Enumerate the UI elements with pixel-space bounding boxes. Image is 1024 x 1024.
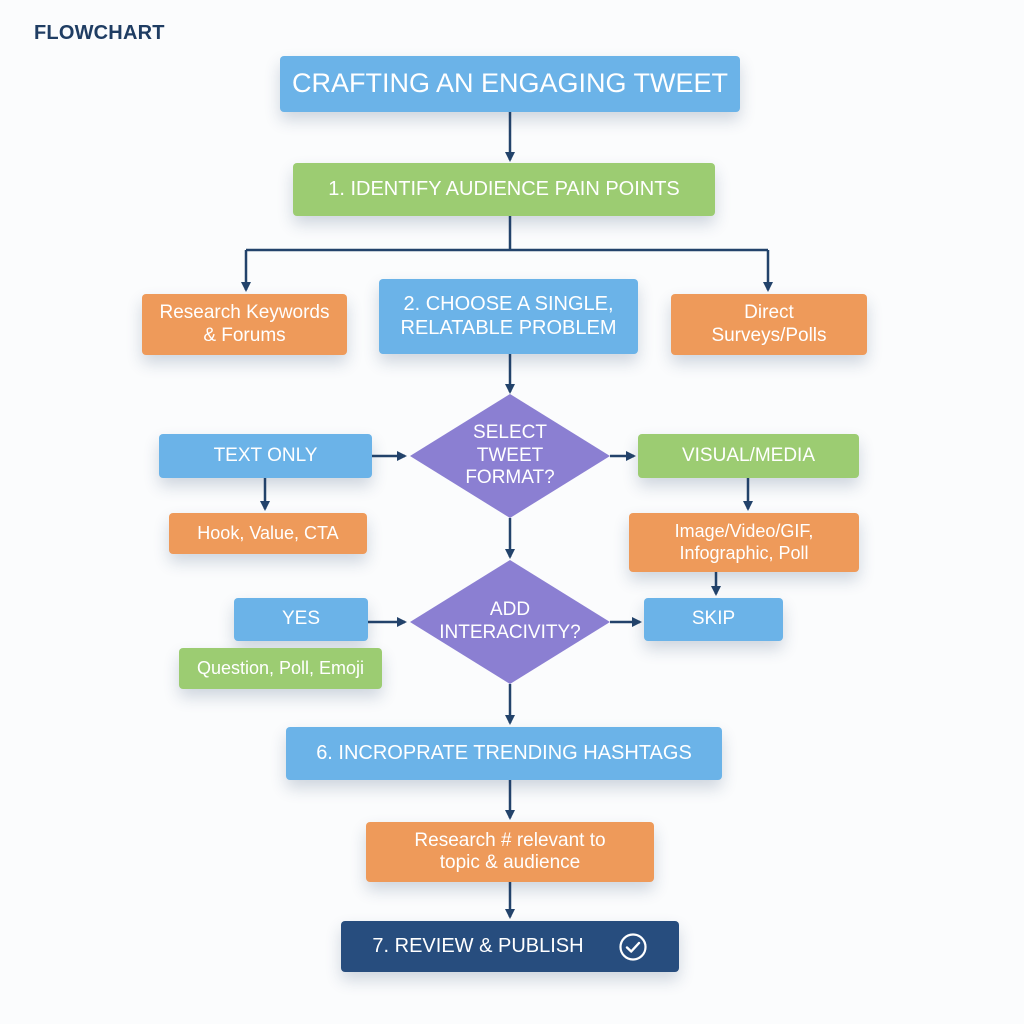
- step7-label: 7. REVIEW & PUBLISH: [372, 934, 584, 957]
- add-interactivity-label: ADD INTERACIVITY?: [439, 599, 581, 643]
- text-only-node: TEXT ONLY: [159, 434, 372, 478]
- decision-diamond-format: [410, 394, 610, 518]
- yes-node: YES: [234, 598, 368, 641]
- select-format-label: SELECT TWEET FORMAT?: [465, 421, 555, 489]
- page-label: FLOWCHART: [34, 22, 165, 44]
- hook-value-cta-node: Hook, Value, CTA: [169, 513, 367, 554]
- step1-node: 1. IDENTIFY AUDIENCE PAIN POINTS: [293, 163, 715, 216]
- skip-node: SKIP: [644, 598, 783, 641]
- media-types-node: Image/Video/GIF, Infographic, Poll: [629, 513, 859, 572]
- research-keywords-node: Research Keywords & Forums: [142, 294, 347, 355]
- question-poll-emoji-node: Question, Poll, Emoji: [179, 648, 382, 689]
- decision-diamond-interactivity: [410, 560, 610, 684]
- step7-node: 7. REVIEW & PUBLISH: [341, 921, 679, 972]
- step6-node: 6. INCROPRATE TRENDING HASHTAGS: [286, 727, 722, 780]
- visual-media-node: VISUAL/MEDIA: [638, 434, 859, 478]
- title-node: CRAFTING AN ENGAGING TWEET: [280, 56, 740, 112]
- direct-surveys-node: Direct Surveys/Polls: [671, 294, 867, 355]
- check-circle-icon: [618, 932, 647, 961]
- step2-node: 2. CHOOSE A SINGLE, RELATABLE PROBLEM: [379, 279, 638, 354]
- research-hashtags-node: Research # relevant to topic & audience: [366, 822, 654, 882]
